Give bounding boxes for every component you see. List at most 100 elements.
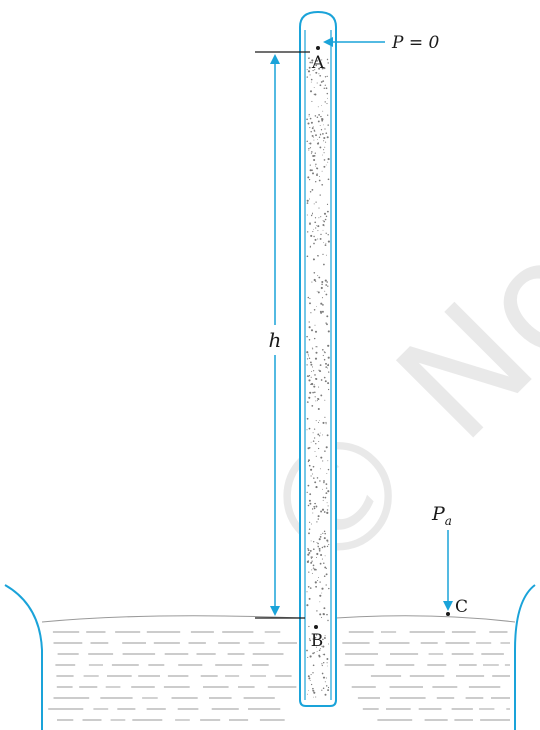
liquid-reservoir: [41, 615, 516, 721]
mercury-speck: [319, 146, 322, 149]
point-a-dot: [316, 46, 320, 50]
mercury-speck: [314, 152, 316, 154]
mercury-speck: [327, 619, 329, 622]
mercury-speck: [320, 456, 323, 459]
mercury-column: [306, 57, 330, 698]
mercury-speck: [324, 496, 327, 499]
mercury-speck: [314, 115, 317, 117]
mercury-speck: [321, 663, 323, 665]
mercury-speck: [314, 357, 318, 360]
mercury-speck: [314, 324, 316, 326]
mercury-speck: [322, 488, 324, 490]
mercury-speck: [310, 562, 312, 564]
mercury-speck: [321, 592, 323, 594]
mercury-speck: [309, 679, 311, 681]
mercury-speck: [316, 60, 318, 62]
mercury-speck: [323, 149, 325, 151]
mercury-speck: [310, 234, 313, 237]
mercury-speck: [326, 92, 329, 95]
mercury-speck: [319, 194, 321, 196]
mercury-speck: [315, 585, 317, 588]
mercury-speck: [312, 548, 315, 551]
mercury-speck: [322, 421, 325, 424]
mercury-speck: [313, 507, 316, 510]
mercury-speck: [320, 129, 323, 131]
mercury-speck: [319, 364, 322, 366]
mercury-speck: [324, 681, 326, 683]
mercury-speck: [322, 532, 324, 534]
mercury-speck: [315, 634, 318, 636]
mercury-speck: [327, 541, 329, 543]
mercury-speck: [312, 213, 313, 215]
mercury-speck: [326, 502, 328, 504]
mercury-speck: [323, 653, 326, 656]
mercury-speck: [316, 306, 317, 307]
mercury-speck: [312, 391, 314, 394]
mercury-speck: [317, 230, 319, 232]
mercury-speck: [316, 290, 318, 292]
mercury-speck: [314, 238, 317, 241]
mercury-speck: [324, 555, 326, 557]
mercury-speck: [319, 648, 321, 650]
mercury-speck: [309, 127, 311, 129]
mercury-speck: [312, 567, 315, 569]
container: [4, 584, 536, 730]
mercury-speck: [317, 275, 319, 277]
mercury-speck: [311, 473, 314, 475]
top-pressure-annotation: P = 0: [323, 33, 439, 53]
mercury-speck: [308, 57, 310, 60]
mercury-speck: [327, 161, 329, 163]
mercury-speck: [310, 153, 312, 155]
mercury-speck: [317, 515, 320, 518]
mercury-speck: [311, 508, 314, 510]
liquid-surface: [41, 615, 516, 623]
mercury-speck: [309, 245, 312, 248]
mercury-speck: [317, 545, 319, 547]
mercury-speck: [311, 569, 313, 571]
mercury-speck: [307, 585, 310, 588]
mercury-speck: [321, 118, 324, 121]
mercury-speck: [309, 391, 312, 394]
mercury-speck: [321, 310, 324, 313]
mercury-speck: [319, 237, 322, 240]
mercury-speck: [306, 69, 308, 71]
mercury-speck: [321, 558, 323, 560]
mercury-speck: [308, 571, 310, 573]
mercury-speck: [307, 548, 309, 550]
mercury-speck: [316, 552, 319, 556]
mercury-speck: [308, 147, 310, 150]
mercury-speck: [312, 564, 315, 567]
mercury-speck: [316, 116, 319, 119]
mercury-speck: [313, 203, 315, 205]
mercury-speck: [314, 374, 316, 376]
mercury-speck: [326, 613, 328, 616]
mercury-speck: [313, 228, 315, 230]
mercury-speck: [323, 562, 325, 565]
mercury-speck: [307, 504, 310, 507]
mercury-speck: [324, 635, 326, 637]
mercury-speck: [327, 330, 330, 333]
mercury-speck: [323, 152, 325, 154]
mercury-speck: [323, 212, 327, 215]
mercury-speck: [325, 366, 328, 368]
mercury-speck: [325, 242, 327, 244]
mercury-speck: [326, 545, 329, 548]
mercury-speck: [323, 67, 326, 70]
mercury-speck: [328, 643, 329, 645]
point-b-label: B: [311, 631, 324, 651]
mercury-speck: [316, 346, 318, 348]
mercury-speck: [324, 76, 327, 78]
mercury-speck: [313, 86, 315, 88]
mercury-speck: [313, 437, 316, 439]
mercury-speck: [306, 364, 308, 366]
mercury-speck: [322, 110, 324, 112]
mercury-speck: [327, 689, 330, 692]
mercury-speck: [307, 353, 309, 355]
mercury-speck: [326, 103, 328, 105]
mercury-speck: [317, 433, 320, 436]
mercury-speck: [323, 165, 326, 168]
mercury-speck: [317, 255, 319, 257]
mercury-speck: [325, 487, 328, 489]
mercury-speck: [309, 587, 312, 589]
height-label: h: [269, 328, 282, 352]
